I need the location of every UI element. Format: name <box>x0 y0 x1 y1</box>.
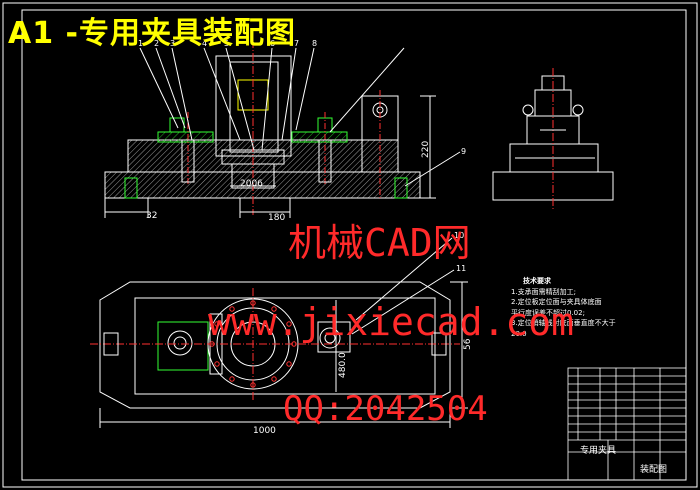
svg-text:220: 220 <box>421 141 431 158</box>
svg-text:9: 9 <box>461 147 466 156</box>
tech-requirements: 技术要求 1.支承面需精刮加工; 2.定位板定位面与夹具体底面 平行度误差不超过… <box>511 276 616 340</box>
dimension-texts: 2006 180 32 220 1000 480.0 56 <box>146 141 473 436</box>
front-view <box>104 40 461 218</box>
side-view <box>492 68 614 210</box>
svg-text:1: 1 <box>138 39 143 48</box>
drawing-title: A1 -专用夹具装配图 <box>8 16 296 51</box>
balloon-labels: 1 2 3 4 5 6 7 8 9 10 11 <box>138 39 466 273</box>
svg-text:8: 8 <box>312 39 317 48</box>
svg-text:7: 7 <box>294 39 299 48</box>
svg-text:2: 2 <box>154 39 159 48</box>
tech-line: 2.定位板定位面与夹具体底面 <box>511 298 602 307</box>
svg-text:180: 180 <box>268 213 285 223</box>
top-view <box>90 237 468 428</box>
title-block-drawing: 装配图 <box>640 465 668 475</box>
tech-line: 20.0 <box>511 329 527 338</box>
tech-heading: 技术要求 <box>523 277 551 285</box>
title-block-name: 专用夹具 <box>580 446 617 456</box>
svg-text:480.0: 480.0 <box>338 352 348 378</box>
inner-border <box>21 9 687 481</box>
bolt-circle <box>209 300 297 388</box>
svg-text:1000: 1000 <box>253 426 276 436</box>
watermark-qq: QQ:2042504 <box>283 389 488 429</box>
tech-line: 3.定位销轴线对底面垂直度不大于 <box>511 319 616 328</box>
svg-text:5: 5 <box>224 39 229 48</box>
svg-text:2006: 2006 <box>240 179 263 189</box>
watermark-url: www.jixiecad.com <box>208 300 575 344</box>
svg-text:32: 32 <box>146 211 157 221</box>
svg-text:56: 56 <box>463 338 473 350</box>
tech-line: 1.支承面需精刮加工; <box>511 287 577 296</box>
title-block <box>567 367 687 481</box>
svg-text:4: 4 <box>202 39 207 48</box>
svg-text:11: 11 <box>456 264 466 273</box>
tech-line: 平行度误差不超过0.02; <box>511 308 585 317</box>
svg-text:10: 10 <box>454 231 464 240</box>
svg-text:6: 6 <box>270 39 275 48</box>
watermark-site: 机械CAD网 <box>288 221 471 265</box>
svg-text:3: 3 <box>170 39 175 48</box>
